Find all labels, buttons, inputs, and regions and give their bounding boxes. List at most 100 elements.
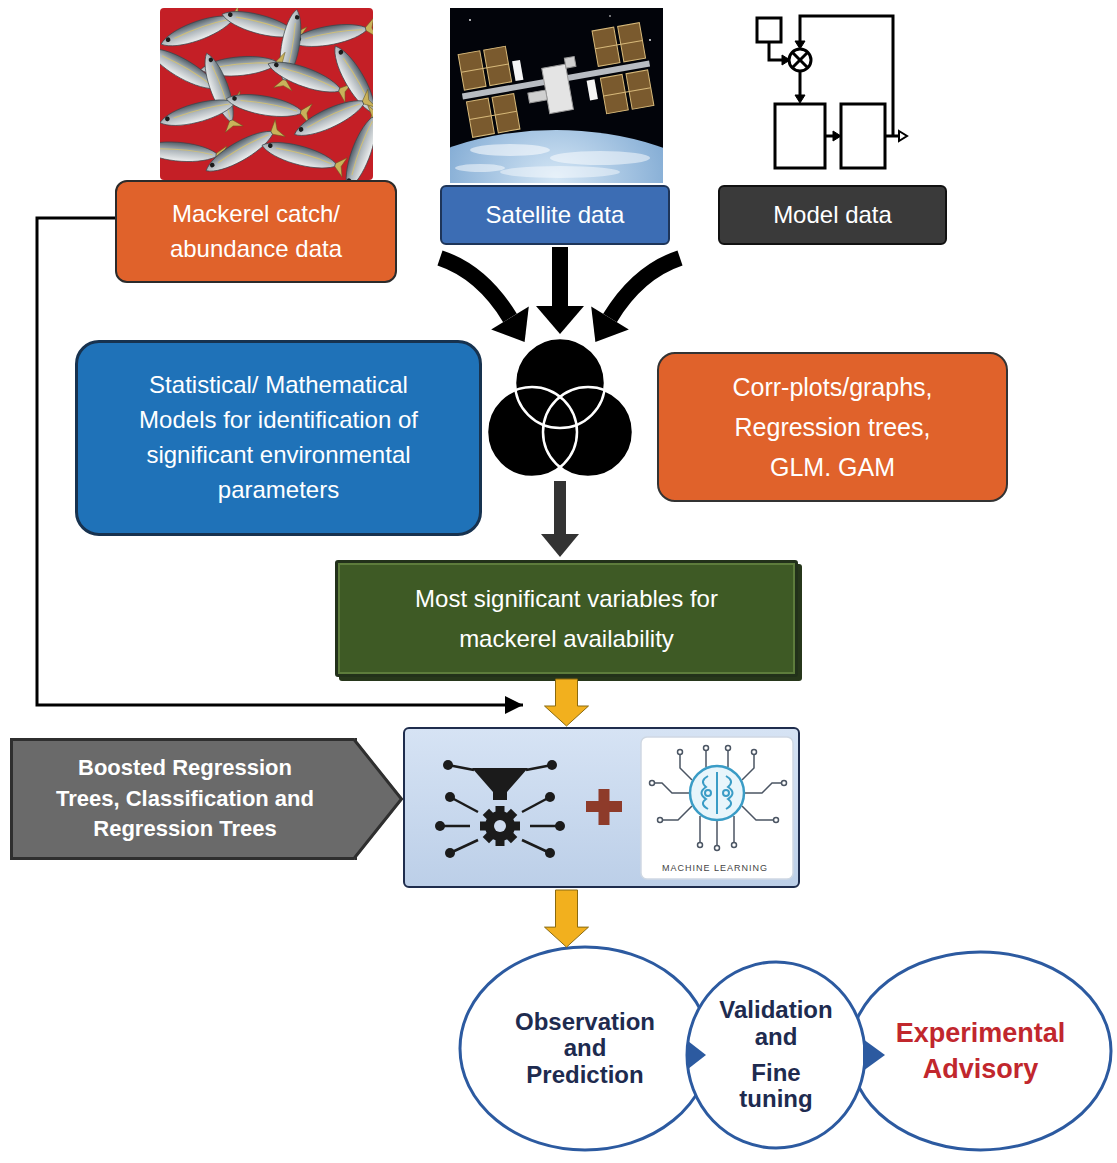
funnel-gear-icon (483, 832, 494, 843)
model-block-icon (795, 95, 805, 103)
brain-circuit-card (680, 752, 692, 780)
brain-circuit-card (698, 843, 703, 848)
flow-arrow (545, 679, 589, 726)
method-box: Corr-plots/graphs, Regression trees, GLM… (657, 352, 1008, 502)
funnel-gear-icon (545, 848, 555, 858)
satellite-photo (603, 88, 650, 96)
funnel-gear-icon (526, 765, 552, 770)
model-block-icon (757, 16, 907, 168)
brain-circuit-card (660, 806, 692, 820)
funnel-gear-icon (522, 840, 550, 853)
brain-circuit-card (716, 772, 718, 814)
funnel-gear-icon (435, 760, 565, 858)
funnel-gear-icon (513, 822, 520, 831)
method-arrow (354, 740, 402, 859)
satellite-photo (455, 22, 657, 138)
plus-sign (586, 801, 622, 812)
satellite-photo (470, 111, 517, 119)
method-arrow (354, 738, 403, 860)
brain-circuit-card (652, 748, 784, 848)
input-arrows (536, 306, 584, 334)
brain-circuit-card (702, 776, 709, 809)
funnel-gear-icon (506, 832, 517, 843)
brain-circuit-card (782, 781, 787, 786)
input-arrows (610, 258, 680, 318)
input-arrows (491, 307, 529, 342)
funnel-gear-icon (440, 825, 470, 828)
data-feed-line (37, 218, 523, 705)
fish-photo (259, 136, 347, 177)
data-source-box: Satellite data (440, 185, 670, 245)
satellite-photo (461, 64, 508, 72)
brain-circuit-card (652, 783, 690, 793)
ellipse-outline (685, 960, 867, 1150)
input-arrows (440, 247, 680, 342)
method-arrow-box: Boosted Regression Trees, Classification… (10, 738, 357, 860)
satellite-photo (450, 130, 663, 183)
ellipse-outline (850, 952, 1111, 1150)
flow-arrow (545, 890, 589, 947)
model-block-icon (799, 71, 802, 95)
box-label: Fine tuning (715, 1060, 837, 1113)
model-block-icon (841, 104, 885, 168)
brain-circuit-card (744, 783, 784, 793)
method-arrow (354, 738, 403, 860)
venn-symbol (487, 387, 577, 477)
brain-circuit-card (727, 748, 729, 767)
data-feed-line (37, 218, 523, 705)
satellite-photo (528, 90, 547, 103)
down-arrow (554, 481, 566, 536)
brain-circuit-card (678, 750, 683, 755)
brain-circuit-card (715, 846, 720, 851)
funnel-gear-icon (445, 792, 455, 802)
method-box: Statistical/ Mathematical Models for ide… (75, 340, 482, 536)
model-block-icon (825, 135, 833, 138)
ellipse-outline (460, 947, 710, 1150)
flow-arrow (545, 679, 589, 726)
satellite-photo (550, 151, 650, 165)
box-label: Observation and Prediction (509, 1009, 661, 1088)
satellite-photo (512, 60, 523, 81)
model-block-icon (757, 18, 781, 42)
down-arrow (541, 481, 579, 557)
funnel-gear-icon (450, 840, 478, 853)
ellipse-outline (848, 950, 1113, 1152)
satellite-photo (542, 64, 574, 113)
step-circle: Validation andFine tuning (685, 960, 867, 1150)
brain-circuit-card (641, 737, 793, 879)
funnel-gear-icon (445, 848, 455, 858)
brain-circuit-card (705, 790, 711, 796)
brain-circuit-card (742, 752, 754, 780)
funnel-gear-icon (494, 820, 506, 832)
model-block-icon (792, 52, 808, 68)
fish-photo (225, 89, 313, 123)
brain-circuit-card (704, 746, 709, 751)
funnel-gear-icon (450, 797, 478, 812)
funnel-gear-icon (435, 760, 565, 858)
funnel-gear-icon (443, 760, 453, 770)
venn-symbol (487, 338, 633, 477)
box-label: Most significant variables for mackerel … (397, 579, 737, 658)
funnel-gear-icon (496, 839, 505, 846)
satellite-photo (469, 19, 471, 21)
funnel-gear-icon (555, 821, 565, 831)
venn-symbol (543, 387, 633, 477)
icon-caption: MACHINE LEARNING (650, 863, 780, 874)
fish-photo (160, 8, 373, 180)
satellite-photo (609, 15, 611, 17)
box-label: Experimental Advisory (886, 1015, 1076, 1088)
step-circle: Experimental Advisory (848, 950, 1113, 1152)
brain-circuit-card (716, 820, 718, 848)
ellipse-outline (687, 962, 865, 1148)
satellite-photo (455, 164, 505, 172)
result-box: Most significant variables for mackerel … (335, 560, 798, 677)
model-block-icon (789, 49, 811, 71)
satellite-photo (649, 39, 651, 41)
brain-circuit-card (641, 737, 793, 879)
brain-circuit-card (702, 772, 733, 814)
box-label: Mackerel catch/ abundance data (136, 197, 376, 267)
brain-circuit-card (658, 818, 663, 823)
brain-circuit-card (726, 746, 731, 751)
model-block-icon (769, 42, 782, 60)
funnel-gear-icon (472, 768, 528, 800)
